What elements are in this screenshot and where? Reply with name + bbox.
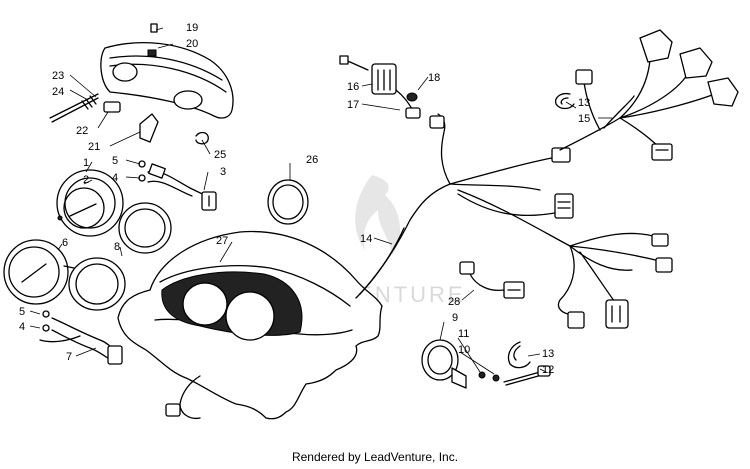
sub-harness-15 — [559, 29, 739, 161]
callout-23: 23 — [52, 70, 64, 82]
voltage-regulator — [339, 55, 421, 119]
main-wiring-harness — [355, 113, 673, 329]
headlight-assembly — [49, 23, 234, 145]
callout-10: 10 — [458, 344, 470, 356]
bezel-26 — [267, 179, 309, 225]
callout-9: 9 — [452, 312, 458, 324]
callout-24: 24 — [52, 86, 64, 98]
callout-5-lower: 5 — [19, 306, 25, 318]
callout-27: 27 — [216, 235, 228, 247]
callout-22: 22 — [76, 125, 88, 137]
speed-sensor-assembly — [421, 339, 551, 389]
speedometer-gauge — [56, 169, 124, 237]
footer-credit: Rendered by LeadVenture, Inc. — [291, 450, 459, 464]
callout-8: 8 — [114, 241, 120, 253]
callout-21: 21 — [88, 141, 100, 153]
callout-3: 3 — [220, 166, 226, 178]
callout-14: 14 — [360, 233, 372, 245]
callout-19: 19 — [186, 22, 198, 34]
gauge-bezel-lower — [68, 257, 126, 311]
callout-5-upper: 5 — [112, 155, 118, 167]
callout-28: 28 — [448, 296, 460, 308]
callout-15: 15 — [578, 113, 590, 125]
callout-17: 17 — [347, 99, 359, 111]
callout-11: 11 — [458, 328, 469, 340]
callout-2: 2 — [83, 174, 89, 186]
gauge-harness-lower — [39, 310, 123, 365]
callout-26: 26 — [306, 154, 318, 166]
callout-18: 18 — [428, 72, 440, 84]
dash-console — [117, 230, 383, 420]
callout-7: 7 — [66, 351, 72, 363]
sensor-harness-28 — [459, 261, 525, 299]
gauge-harness-upper — [138, 160, 217, 211]
callout-4-lower: 4 — [19, 321, 25, 333]
callout-6: 6 — [62, 237, 68, 249]
callout-16: 16 — [347, 81, 359, 93]
callout-25: 25 — [214, 149, 226, 161]
callout-12: 12 — [542, 364, 554, 376]
callout-13-upper: 13 — [578, 97, 590, 109]
gauge-bezel-upper — [118, 202, 172, 254]
grommet-13-lower — [507, 341, 531, 369]
grommet-13-upper — [554, 92, 575, 110]
tachometer-gauge — [3, 239, 75, 305]
callout-20: 20 — [186, 38, 198, 50]
callout-1: 1 — [83, 157, 89, 169]
callout-13-lower: 13 — [542, 348, 554, 360]
callout-4-upper: 4 — [112, 172, 118, 184]
callout-labels: 19 20 23 24 22 21 25 1 2 5 4 3 26 27 8 6… — [19, 22, 612, 376]
